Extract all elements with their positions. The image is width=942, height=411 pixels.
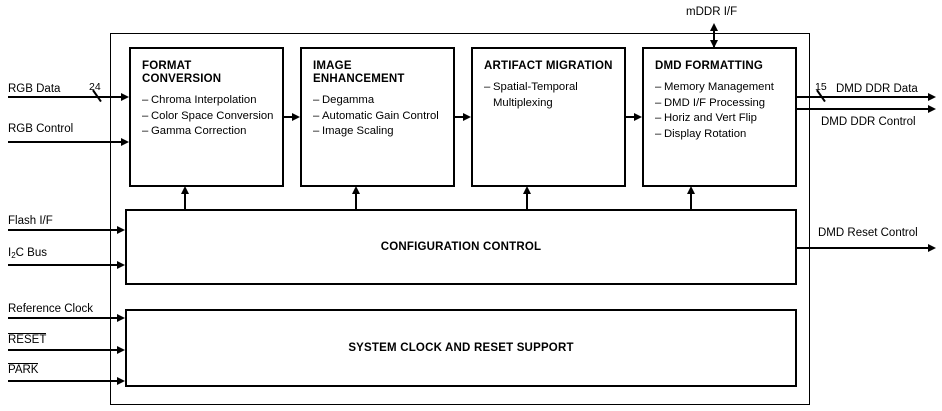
connector-ie-am — [455, 116, 463, 118]
input-arrowhead-reset — [117, 345, 125, 354]
connector-ie-am-arrowhead — [463, 112, 471, 121]
block-item: Memory Management — [664, 81, 774, 93]
input-line-park — [8, 380, 117, 382]
block-title: IMAGE ENHANCEMENT — [313, 60, 405, 85]
block-items: –Spatial-Temporal Multiplexing — [484, 81, 578, 109]
connector-am-dmd-arrowhead — [634, 112, 642, 121]
block-dmd-formatting: DMD FORMATTING –Memory Management –DMD I… — [642, 47, 797, 187]
input-label-reference-clock: Reference Clock — [8, 303, 94, 315]
input-line-reference-clock — [8, 317, 117, 319]
output-arrowhead-dmd-reset-control — [928, 243, 936, 252]
block-item: Display Rotation — [664, 127, 747, 140]
output-arrowhead-dmd-ddr-data — [928, 92, 936, 101]
output-label-dmd-ddr-data: DMD DDR Data — [836, 83, 918, 95]
config-to-fc-arrowhead — [180, 186, 189, 194]
input-line-rgb-control — [8, 141, 121, 143]
block-image-enhancement: IMAGE ENHANCEMENT –Degamma –Automatic Ga… — [300, 47, 455, 187]
block-item: Spatial-Temporal — [493, 81, 578, 93]
mddr-up-arrowhead — [709, 23, 718, 31]
block-format-conversion: FORMAT CONVERSION –Chroma Interpolation … — [129, 47, 284, 187]
i2c-suffix: C Bus — [15, 247, 47, 259]
input-line-flash-if — [8, 229, 117, 231]
output-line-dmd-reset-control — [797, 247, 928, 249]
block-items: –Chroma Interpolation –Color Space Conve… — [142, 94, 274, 137]
input-label-rgb-data: RGB Data — [8, 83, 61, 95]
config-to-fc-line — [184, 193, 186, 209]
config-to-am-arrowhead — [522, 186, 531, 194]
block-item: Gamma Correction — [151, 125, 247, 137]
block-item: Color Space Conversion — [151, 109, 274, 122]
block-item: Image Scaling — [322, 125, 394, 137]
output-line-dmd-ddr-control — [797, 108, 928, 110]
input-arrowhead-rgb-control — [121, 137, 129, 146]
input-arrowhead-reference-clock — [117, 313, 125, 322]
mddr-vline — [713, 29, 715, 47]
config-to-dmd-arrowhead — [686, 186, 695, 194]
input-label-rgb-control: RGB Control — [8, 123, 74, 135]
chip-boundary — [110, 33, 810, 405]
block-item: DMD I/F Processing — [664, 96, 766, 109]
mddr-down-arrowhead — [709, 40, 718, 48]
block-title: DMD FORMATTING — [655, 60, 763, 72]
block-item: Degamma — [322, 94, 375, 106]
block-artifact-migration: ARTIFACT MIGRATION –Spatial-Temporal Mul… — [471, 47, 626, 187]
input-label-reset: RESET — [8, 333, 47, 347]
block-item: Horiz and Vert Flip — [664, 112, 757, 124]
bar-configuration-control: CONFIGURATION CONTROL — [125, 209, 797, 285]
output-label-dmd-ddr-control: DMD DDR Control — [821, 116, 916, 128]
config-to-dmd-line — [690, 193, 692, 209]
block-title: FORMAT CONVERSION — [142, 60, 222, 85]
block-title: ARTIFACT MIGRATION — [484, 60, 613, 72]
mddr-if-label: mDDR I/F — [686, 6, 738, 18]
config-to-ie-line — [355, 193, 357, 209]
input-label-i2c-bus: I2C Bus — [8, 247, 47, 262]
output-line-dmd-ddr-data — [797, 96, 928, 98]
input-line-reset — [8, 349, 117, 351]
block-items: –Memory Management –DMD I/F Processing –… — [655, 81, 774, 140]
connector-am-dmd — [626, 116, 634, 118]
input-arrowhead-i2c-bus — [117, 260, 125, 269]
output-label-dmd-reset-control: DMD Reset Control — [818, 227, 918, 239]
input-label-park: PARK — [8, 363, 39, 377]
input-label-reset-text: RESET — [8, 333, 47, 346]
block-item: Automatic Gain Control — [322, 109, 439, 122]
bus-width-rgb-data: 24 — [89, 81, 101, 93]
bar-label: SYSTEM CLOCK AND RESET SUPPORT — [348, 342, 574, 354]
output-arrowhead-dmd-ddr-control — [928, 104, 936, 113]
input-line-rgb-data — [8, 96, 121, 98]
block-item: Multiplexing — [493, 96, 553, 109]
input-label-park-text: PARK — [8, 363, 39, 376]
bus-width-dmd-ddr-data: 15 — [815, 81, 827, 93]
bar-system-clock-reset: SYSTEM CLOCK AND RESET SUPPORT — [125, 309, 797, 387]
input-arrowhead-flash-if — [117, 225, 125, 234]
bar-label: CONFIGURATION CONTROL — [380, 241, 542, 253]
block-item: Chroma Interpolation — [151, 94, 257, 106]
input-arrowhead-rgb-data — [121, 92, 129, 101]
i2c-prefix: I — [8, 247, 12, 259]
connector-fc-ie-arrowhead — [292, 112, 300, 121]
input-arrowhead-park — [117, 376, 125, 385]
connector-fc-ie — [284, 116, 292, 118]
input-line-i2c-bus — [8, 264, 117, 266]
i2c-superscript: 2 — [11, 251, 16, 261]
input-label-flash-if: Flash I/F — [8, 215, 53, 227]
block-items: –Degamma –Automatic Gain Control –Image … — [313, 94, 439, 137]
config-to-am-line — [526, 193, 528, 209]
config-to-ie-arrowhead — [351, 186, 360, 194]
